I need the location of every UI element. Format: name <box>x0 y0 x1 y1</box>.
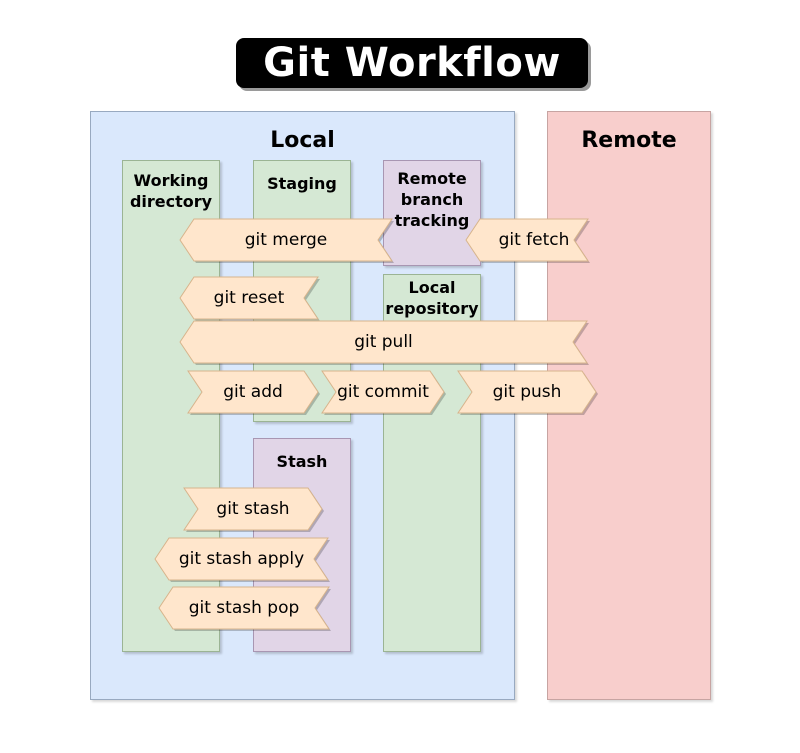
stash-label: Stash <box>276 452 328 471</box>
command-shape <box>457 370 597 414</box>
git-commit-label: git commit <box>337 382 429 402</box>
git-pull-shape <box>179 320 589 365</box>
git-commit-arrow[interactable]: git commit <box>321 370 446 415</box>
git-stash-label: git stash <box>216 499 290 519</box>
git-add-label: git add <box>223 382 283 402</box>
remote-branch-tracking-label: Remote branch tracking <box>394 169 470 230</box>
git-push-shape <box>457 370 598 415</box>
git-merge-shape <box>179 218 394 263</box>
git-fetch-arrow[interactable]: git fetch <box>465 218 590 263</box>
git-stash-pop-arrow[interactable]: git stash pop <box>158 586 331 631</box>
git-add-arrow[interactable]: git add <box>187 370 320 415</box>
command-shape <box>187 370 319 414</box>
git-stash-apply-shape <box>154 537 330 582</box>
git-stash-apply-label: git stash apply <box>178 549 305 569</box>
git-pull-label: git pull <box>354 332 413 352</box>
git-commit-shape <box>321 370 446 415</box>
git-add-shape <box>187 370 320 415</box>
git-pull-arrow[interactable]: git pull <box>179 320 589 365</box>
git-reset-arrow[interactable]: git reset <box>179 276 320 321</box>
git-fetch-label: git fetch <box>498 230 570 250</box>
remote-heading: Remote <box>581 128 677 153</box>
git-reset-shape <box>179 276 320 321</box>
command-shape <box>465 218 589 262</box>
local-repository-label: Local repository <box>385 278 479 318</box>
diagram-title-box: Git Workflow <box>236 38 588 88</box>
staging-label: Staging <box>267 174 337 193</box>
git-stash-pop-shape <box>158 586 331 631</box>
diagram-title: Git Workflow <box>263 40 561 86</box>
remote-branch-tracking-column: Remote branch tracking <box>383 160 481 266</box>
git-push-label: git push <box>492 382 562 402</box>
command-shape <box>183 487 323 531</box>
local-heading: Local <box>270 128 335 153</box>
command-shape <box>158 586 330 630</box>
command-shape <box>179 218 393 262</box>
command-shape <box>321 370 445 414</box>
working-directory-label: Working directory <box>129 171 213 211</box>
git-push-arrow[interactable]: git push <box>457 370 598 415</box>
command-shape <box>179 320 588 364</box>
git-reset-label: git reset <box>213 288 285 308</box>
git-merge-arrow[interactable]: git merge <box>179 218 394 263</box>
git-stash-pop-label: git stash pop <box>188 598 300 618</box>
git-stash-apply-arrow[interactable]: git stash apply <box>154 537 330 582</box>
git-fetch-shape <box>465 218 590 263</box>
command-shape <box>179 276 319 320</box>
git-merge-label: git merge <box>244 230 328 250</box>
command-shape <box>154 537 329 581</box>
git-stash-arrow[interactable]: git stash <box>183 487 324 532</box>
git-stash-shape <box>183 487 324 532</box>
